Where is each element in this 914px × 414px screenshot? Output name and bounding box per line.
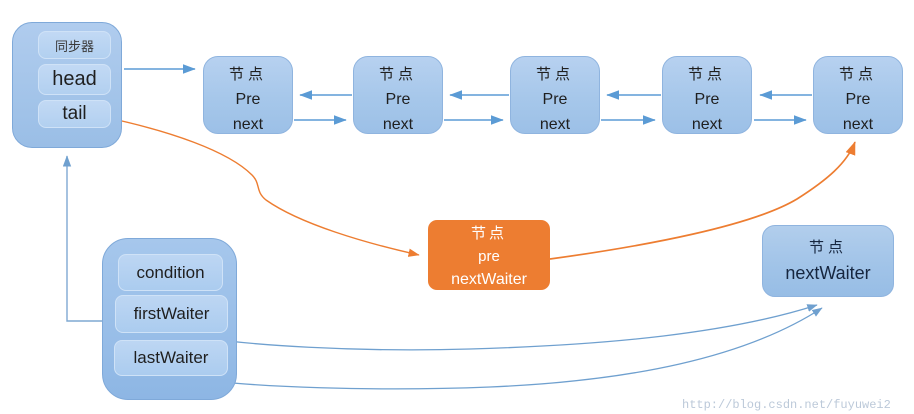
queue-node-2: 节点 Pre next [353,56,443,134]
orange-node-to-node5-arrow [549,141,856,260]
queue-node-4: 节点 Pre next [662,56,752,134]
tail-to-orange-node-arrow [103,116,420,257]
lastwaiter-to-waiter-arrow [169,307,823,390]
lastwaiter-field: lastWaiter [114,340,228,376]
node-title: 节点 [838,66,877,83]
watermark-url: http://blog.csdn.net/fuyuwei2 [682,398,891,412]
node-pre-label: Pre [694,91,720,108]
node-pre-label: pre [478,248,500,265]
node-title: 节点 [808,239,847,256]
node-pre-label: Pre [845,91,871,108]
tail-field: tail [38,100,111,128]
node-title: 节点 [470,225,507,242]
node-title: 节点 [687,66,726,83]
firstwaiter-to-waiter-arrow [169,304,818,351]
condition-box: condition firstWaiter lastWaiter [102,238,237,400]
condition-queue-node: 节点 pre nextWaiter [428,220,550,290]
node-next-label: next [382,116,414,133]
queue-node-1: 节点 Pre next [203,56,293,134]
node-pre-label: Pre [385,91,411,108]
synchronizer-label: 同步器 [38,31,111,59]
node-next-label: next [539,116,571,133]
node-title: 节点 [535,66,574,83]
condition-field: condition [118,254,223,291]
firstwaiter-field: firstWaiter [115,295,228,333]
condition-to-sync-arrow [62,155,102,322]
node-next-label: next [842,116,874,133]
node-pre-label: Pre [542,91,568,108]
node-title: 节点 [378,66,417,83]
node-next-label: next [232,116,264,133]
waiter-node: 节点 nextWaiter [762,225,894,297]
queue-node-3: 节点 Pre next [510,56,600,134]
queue-node-5: 节点 Pre next [813,56,903,134]
synchronizer-box: 同步器 head tail [12,22,122,148]
node-pre-label: Pre [235,91,261,108]
node-nextwaiter-label: nextWaiter [785,263,871,283]
node-next-label: next [691,116,723,133]
node-nextwaiter-label: nextWaiter [451,271,527,288]
head-field: head [38,64,111,95]
node-title: 节点 [228,66,267,83]
